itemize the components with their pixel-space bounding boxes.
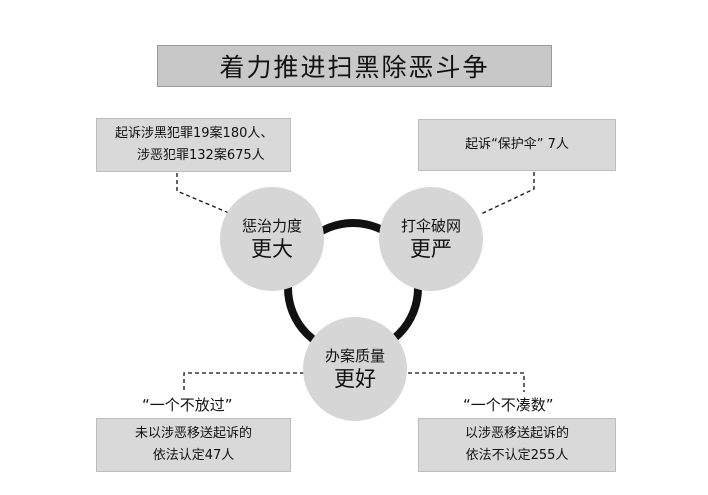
connector-top-left (176, 173, 237, 217)
connector-top-right (480, 172, 535, 215)
quote-left: “一个不放过” (142, 396, 233, 414)
circle-umbrella: 打伞破网 更严 (379, 187, 483, 291)
annotation-text: 未以涉恶移送起诉的 (134, 426, 252, 441)
circle-punishment: 惩治力度 更大 (220, 187, 324, 291)
circle-label: 打伞破网 (400, 217, 461, 235)
circle-quality: 办案质量 更好 (303, 317, 407, 421)
circle-heading: 更大 (251, 237, 293, 261)
annotation-text: 涉恶犯罪132案675人 (137, 148, 265, 163)
connector-bottom-right (408, 372, 525, 392)
annotation-box-top-right: 起诉“保护伞” 7人 (418, 119, 616, 171)
connector-bottom-left (183, 372, 304, 392)
circle-label: 惩治力度 (241, 217, 302, 235)
annotation-box-bottom-left: 未以涉恶移送起诉的 依法认定47人 (96, 418, 291, 472)
annotation-box-bottom-right: 以涉恶移送起诉的 依法不认定255人 (418, 418, 616, 472)
annotation-text: 以涉恶移送起诉的 (464, 426, 569, 441)
annotation-text: 依法不认定255人 (465, 448, 569, 463)
annotation-text: 起诉“保护伞” 7人 (465, 137, 569, 152)
quote-right: “一个不凑数” (463, 396, 554, 414)
annotation-box-top-left: 起诉涉黑犯罪19案180人、 涉恶犯罪132案675人 (96, 118, 291, 172)
annotation-text: 起诉涉黑犯罪19案180人、 (115, 126, 274, 141)
page-title: 着力推进扫黑除恶斗争 (157, 45, 552, 87)
circle-heading: 更严 (410, 237, 452, 261)
circle-heading: 更好 (334, 367, 376, 391)
circle-label: 办案质量 (324, 347, 385, 365)
annotation-text: 依法认定47人 (152, 448, 235, 463)
